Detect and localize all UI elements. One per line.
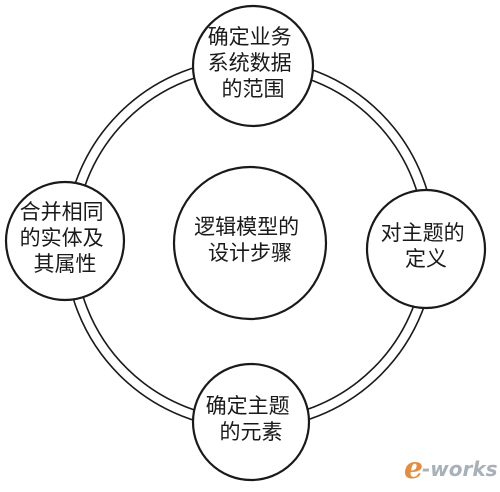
step-label-line: 的元素 — [220, 420, 283, 444]
step-node-bottom: 确定主题 的元素 — [191, 362, 311, 482]
step-circle-right — [365, 188, 487, 310]
step-label-line: 的范围 — [222, 77, 285, 101]
step-label-line: 合并相同 — [20, 200, 104, 224]
step-label-line: 其属性 — [34, 252, 97, 276]
watermark-e-glyph: e — [404, 451, 423, 486]
step-label-left: 合并相同 的实体及 其属性 — [20, 200, 111, 276]
step-label-line: 确定主题 — [206, 394, 290, 418]
center-label-line: 逻辑模型的 — [194, 215, 299, 239]
step-label-line: 系统数据 — [208, 51, 292, 75]
step-node-right: 对主题的 定义 — [365, 188, 487, 310]
step-circle-left — [4, 180, 126, 302]
step-label-top: 确定业务 系统数据 的范围 — [208, 25, 299, 101]
step-label-line: 定义 — [405, 247, 447, 271]
center-label: 逻辑模型的 设计步骤 — [194, 215, 306, 265]
step-node-top: 确定业务 系统数据 的范围 — [191, 4, 315, 128]
watermark-works-text: -works — [422, 457, 498, 481]
step-label-line: 的实体及 — [20, 226, 104, 250]
e-works-watermark-logo: e -works — [404, 451, 498, 486]
step-label-bottom: 确定主题 的元素 — [206, 394, 297, 444]
step-label-line: 对主题的 — [381, 221, 465, 245]
step-label-right: 对主题的 定义 — [381, 221, 472, 271]
step-label-line: 确定业务 — [208, 25, 292, 49]
center-circle — [172, 165, 328, 321]
step-node-left: 合并相同 的实体及 其属性 — [4, 180, 126, 302]
center-node: 逻辑模型的 设计步骤 — [172, 165, 328, 321]
step-circle-bottom — [191, 362, 311, 482]
center-label-line: 设计步骤 — [208, 241, 292, 265]
step-circle-top — [191, 4, 315, 128]
